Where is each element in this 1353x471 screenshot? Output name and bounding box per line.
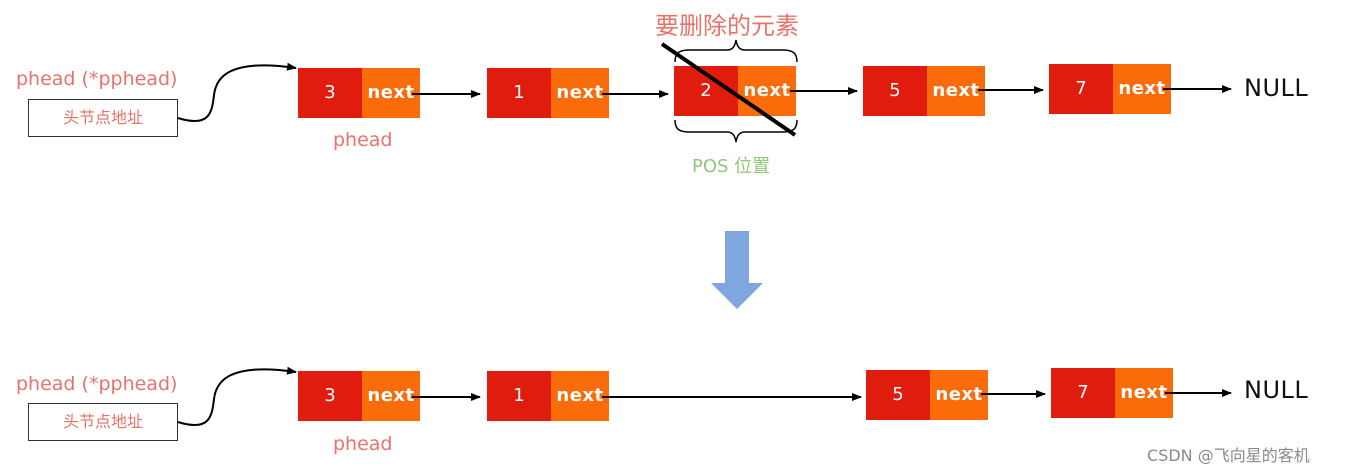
head-pointer-arrow [177, 62, 297, 123]
delete-strike [660, 42, 797, 137]
head-address-box: 头节点地址 [28, 99, 178, 137]
node-value: 1 [487, 68, 551, 118]
head-pointer-arrow-after [177, 366, 297, 427]
null-terminator: NULL [1244, 74, 1309, 102]
null-terminator-after: NULL [1244, 376, 1309, 404]
watermark: CSDN @飞向星的客机 [1147, 446, 1310, 465]
node-value: 3 [298, 371, 362, 421]
head-address-box-after: 头节点地址 [28, 403, 178, 441]
node-next: next [362, 371, 420, 421]
node-value: 3 [298, 68, 362, 118]
phead-label: phead [333, 129, 393, 151]
node-value: 7 [1049, 64, 1113, 114]
node-value: 5 [863, 66, 927, 116]
node-next: next [551, 371, 609, 421]
node-value: 1 [487, 371, 551, 421]
node-next: next [362, 68, 420, 118]
node-next: next [738, 66, 796, 116]
node-next: next [1113, 64, 1171, 114]
delete-caption: 要删除的元素 [655, 12, 799, 40]
node-value: 7 [1051, 368, 1115, 418]
pos-caption: POS 位置 [692, 156, 771, 177]
node-next: next [551, 68, 609, 118]
phead-pphead-label: phead (*pphead) [16, 68, 178, 90]
node-next: next [930, 370, 988, 420]
phead-pphead-label-after: phead (*pphead) [16, 373, 178, 395]
node-next: next [1115, 368, 1173, 418]
top-brace [674, 39, 798, 63]
phead-label-after: phead [333, 433, 393, 455]
node-value: 5 [866, 370, 930, 420]
node-next: next [927, 66, 985, 116]
